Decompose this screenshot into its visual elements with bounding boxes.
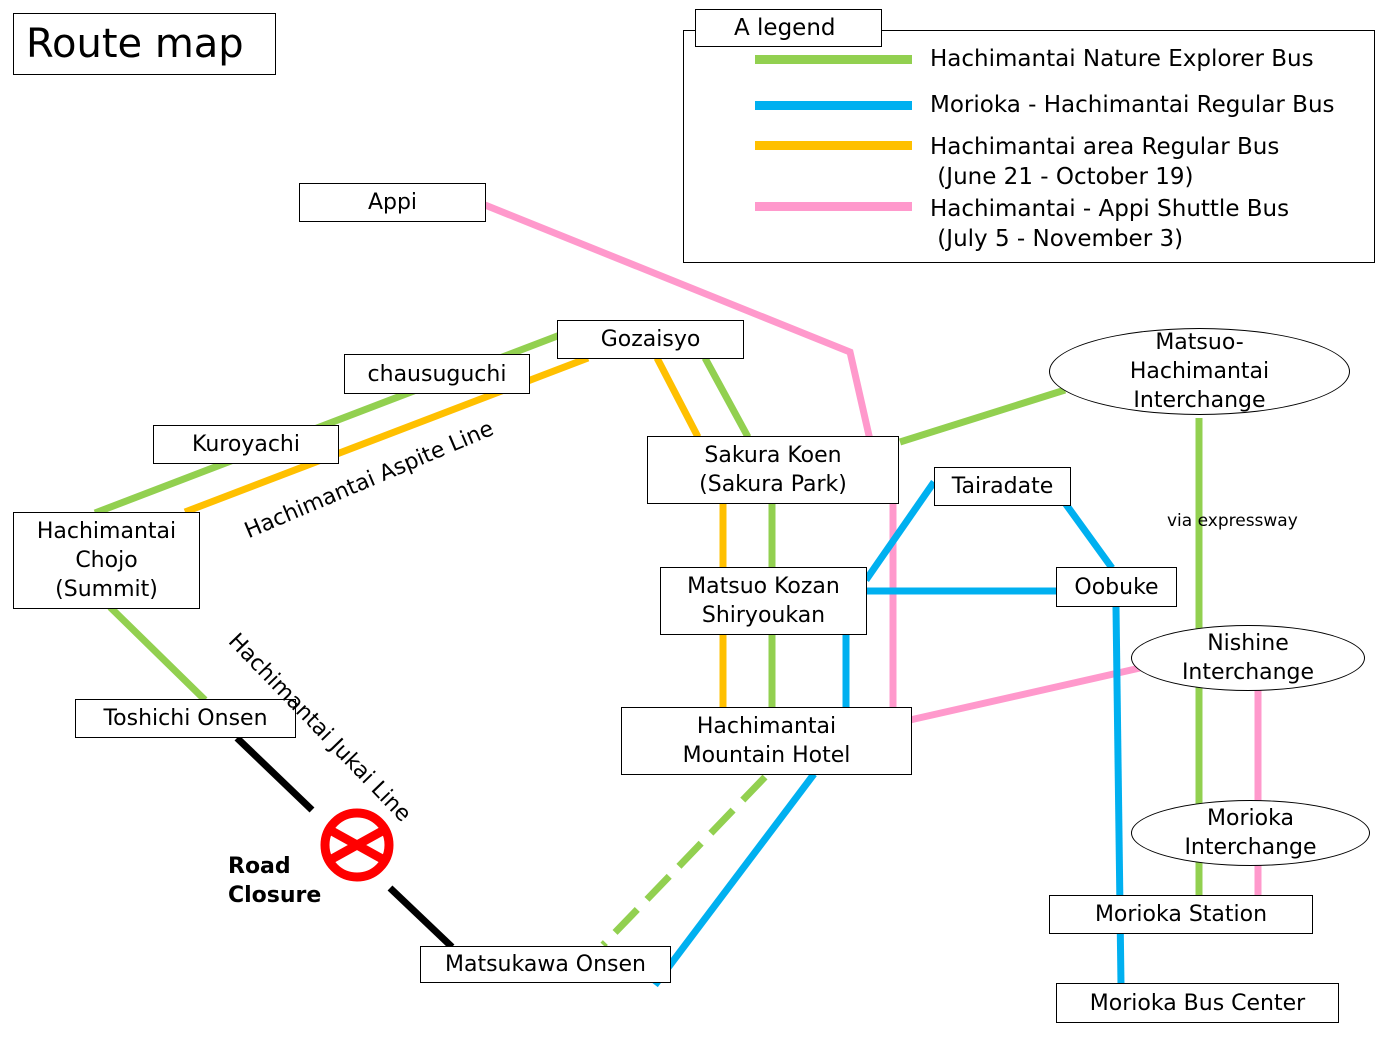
route-regular-tairadate-oobuke xyxy=(1062,500,1115,571)
stop-appi[interactable]: Appi xyxy=(299,183,486,222)
legend-label-area-regular: Hachimantai area Regular Bus (June 21 - … xyxy=(930,134,1280,190)
interchange-nishine[interactable]: Nishine Interchange xyxy=(1131,625,1365,691)
legend-label-appi-shuttle: Hachimantai - Appi Shuttle Bus (July 5 -… xyxy=(930,196,1290,252)
interchange-matsuo-hachimantai[interactable]: Matsuo- Hachimantai Interchange xyxy=(1049,328,1350,415)
stop-tairadate[interactable]: Tairadate xyxy=(934,467,1071,506)
stop-oobuke[interactable]: Oobuke xyxy=(1056,567,1177,607)
route-nature-sakura-matsuo-ic xyxy=(898,386,1067,446)
road-closure-label: Road Closure xyxy=(228,854,322,908)
route-closed-road-north xyxy=(234,735,315,813)
route-regular-hotel-matsukawa xyxy=(652,771,817,988)
route-nature-gozaisyo-sakura xyxy=(701,356,752,439)
legend-swatch-area-regular xyxy=(755,141,912,150)
road-closure-icon xyxy=(320,808,394,882)
page-title: Route map xyxy=(13,13,276,75)
stop-gozaisyo[interactable]: Gozaisyo xyxy=(557,320,744,359)
legend-swatch-nature-explorer xyxy=(755,55,912,64)
stop-chausuguchi[interactable]: chausuguchi xyxy=(344,354,530,394)
legend-title: A legend xyxy=(695,9,882,47)
stop-matsukawa-onsen[interactable]: Matsukawa Onsen xyxy=(420,946,671,983)
route-regular-kozan-tairadate xyxy=(863,480,937,582)
interchange-morioka[interactable]: Morioka Interchange xyxy=(1131,800,1370,866)
route-nature-chojo-toshichi xyxy=(107,604,208,703)
stop-kuroyachi[interactable]: Kuroyachi xyxy=(153,425,339,464)
stop-matsuo-kozan-shiryoukan[interactable]: Matsuo Kozan Shiryoukan xyxy=(660,567,867,635)
route-closed-road-south xyxy=(387,885,455,950)
route-appi-shuttle-hotel-nishine xyxy=(909,664,1141,724)
stop-hachimantai-chojo[interactable]: Hachimantai Chojo (Summit) xyxy=(13,512,200,609)
legend-label-nature-explorer: Hachimantai Nature Explorer Bus xyxy=(930,46,1314,72)
legend-label-morioka-regular: Morioka - Hachimantai Regular Bus xyxy=(930,92,1335,118)
stop-sakura-koen[interactable]: Sakura Koen (Sakura Park) xyxy=(647,436,899,504)
stop-hachimantai-mountain-hotel[interactable]: Hachimantai Mountain Hotel xyxy=(621,707,912,775)
route-nature-hotel-matsukawa-dashed xyxy=(600,774,768,948)
stop-toshichi-onsen[interactable]: Toshichi Onsen xyxy=(75,699,296,738)
legend-swatch-morioka-regular xyxy=(755,101,912,110)
expressway-note: via expressway xyxy=(1167,511,1298,531)
stop-morioka-bus-center[interactable]: Morioka Bus Center xyxy=(1056,983,1339,1023)
legend-swatch-appi-shuttle xyxy=(755,202,912,211)
route-appi-shuttle-appi-sakura xyxy=(483,201,874,441)
route-area-gozaisyo-sakura xyxy=(653,356,702,439)
stop-morioka-station[interactable]: Morioka Station xyxy=(1049,895,1313,934)
